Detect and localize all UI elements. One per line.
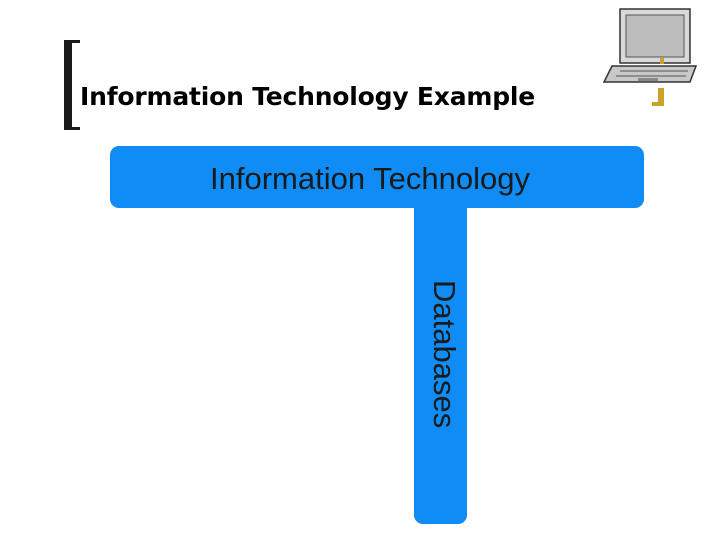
title-bracket-decoration — [64, 40, 80, 130]
slide-title: Information Technology Example — [80, 82, 536, 111]
diagram-top-bar: Information Technology — [110, 146, 644, 208]
diagram-top-bar-label: Information Technology — [210, 161, 530, 196]
diagram-stem-label: Databases — [427, 280, 462, 429]
diagram-stem — [414, 198, 467, 524]
laptop-icon — [602, 8, 698, 83]
diagram-stem-label-wrap: Databases — [414, 280, 467, 450]
gold-bracket-decoration — [652, 88, 664, 106]
